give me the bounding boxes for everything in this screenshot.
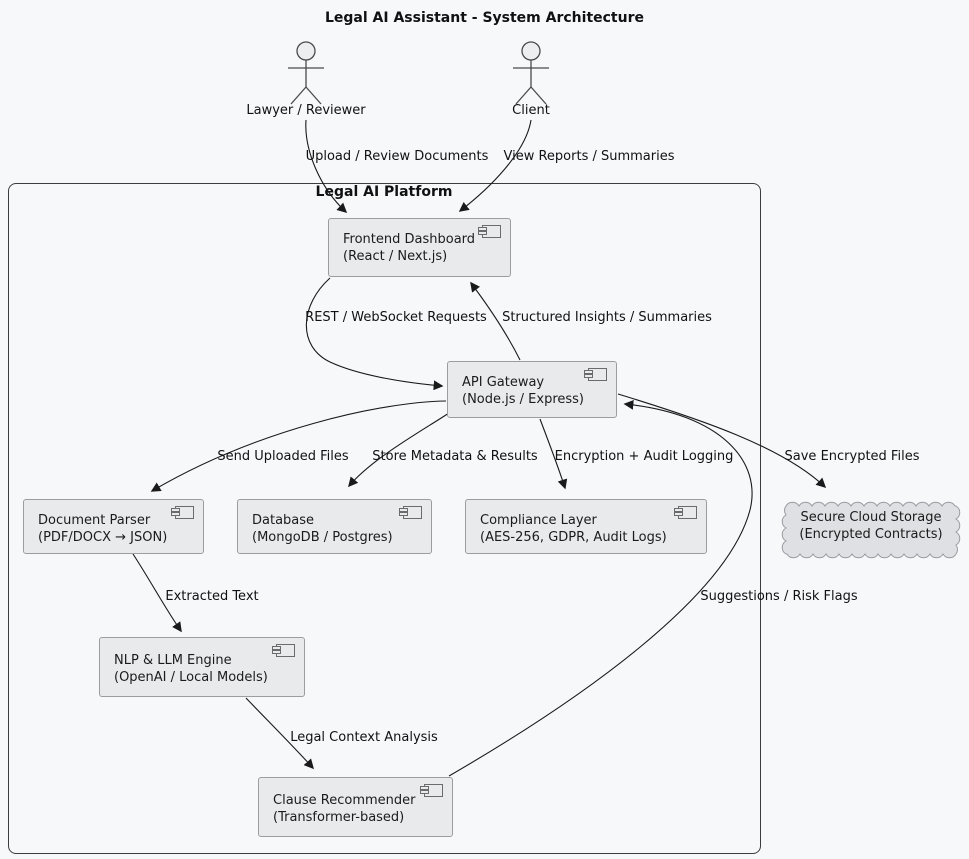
component-name: Frontend Dashboard — [343, 232, 476, 247]
secure-cloud-storage: Secure Cloud Storage (Encrypted Contract… — [776, 509, 966, 543]
component-compliance-layer: Compliance Layer (AES-256, GDPR, Audit L… — [465, 499, 707, 554]
platform-boundary-label: Legal AI Platform — [315, 184, 453, 200]
edge-structured-insights — [470, 281, 521, 361]
edge-encryption-audit-logging — [539, 418, 568, 490]
component-icon — [674, 506, 697, 519]
component-tech: (AES-256, GDPR, Audit Logs) — [480, 530, 667, 545]
edge-label-suggestions-risk-flags: Suggestions / Risk Flags — [700, 589, 858, 604]
edge-send-uploaded-files — [150, 400, 447, 492]
edge-label-extracted-text: Extracted Text — [165, 589, 259, 604]
actor-lawyer-icon — [288, 41, 324, 105]
component-icon — [584, 368, 607, 381]
edge-label-view-reports-summaries: View Reports / Summaries — [503, 149, 675, 164]
secure-cloud-storage-shape — [781, 501, 961, 559]
component-icon — [420, 784, 443, 797]
component-document-parser: Document Parser (PDF/DOCX → JSON) — [23, 499, 204, 554]
edge-rest-websocket-requests — [305, 277, 444, 391]
component-icon — [478, 225, 501, 238]
component-icon — [272, 644, 295, 657]
component-api-gateway: API Gateway (Node.js / Express) — [447, 361, 617, 418]
component-name: Database — [252, 513, 315, 528]
edge-label-send-uploaded-files: Send Uploaded Files — [217, 449, 349, 464]
storage-name: Secure Cloud Storage — [800, 510, 942, 525]
edge-label-encryption-audit-logging: Encryption + Audit Logging — [554, 449, 734, 464]
component-tech: (React / Next.js) — [343, 249, 448, 264]
component-tech: (Transformer-based) — [273, 810, 405, 825]
component-clause-recommender: Clause Recommender (Transformer-based) — [258, 777, 453, 837]
component-name: Document Parser — [38, 513, 151, 528]
component-name: Compliance Layer — [480, 513, 597, 528]
edge-save-encrypted-files — [617, 393, 827, 489]
edge-legal-context-analysis — [245, 697, 314, 770]
edge-extracted-text — [132, 553, 182, 633]
component-tech: (PDF/DOCX → JSON) — [38, 530, 168, 545]
component-icon — [171, 506, 194, 519]
edge-label-structured-insights: Structured Insights / Summaries — [502, 310, 712, 325]
storage-tech: (Encrypted Contracts) — [799, 527, 943, 542]
component-tech: (MongoDB / Postgres) — [252, 530, 393, 545]
component-icon — [399, 506, 422, 519]
edge-view-reports-summaries — [458, 119, 532, 212]
edge-label-save-encrypted-files: Save Encrypted Files — [784, 449, 920, 464]
actor-lawyer-label: Lawyer / Reviewer — [246, 103, 366, 118]
diagram-title: Legal AI Assistant - System Architecture — [324, 10, 644, 26]
component-name: Clause Recommender — [273, 793, 416, 808]
component-name: API Gateway — [462, 375, 545, 390]
component-nlp-llm-engine: NLP & LLM Engine (OpenAI / Local Models) — [99, 637, 305, 697]
platform-boundary-box — [8, 183, 761, 854]
edge-label-legal-context-analysis: Legal Context Analysis — [290, 730, 438, 745]
component-database: Database (MongoDB / Postgres) — [237, 499, 432, 554]
actor-client-icon — [513, 41, 549, 105]
edge-label-store-metadata-results: Store Metadata & Results — [372, 449, 538, 464]
edge-suggestions-risk-flags — [448, 399, 753, 777]
component-name: NLP & LLM Engine — [114, 653, 232, 668]
component-tech: (OpenAI / Local Models) — [114, 670, 268, 685]
edge-label-upload-review-documents: Upload / Review Documents — [305, 149, 489, 164]
component-tech: (Node.js / Express) — [462, 392, 584, 407]
actor-client-label: Client — [512, 103, 550, 118]
edge-label-rest-websocket-requests: REST / WebSocket Requests — [305, 310, 487, 325]
component-frontend-dashboard: Frontend Dashboard (React / Next.js) — [328, 218, 511, 277]
edge-upload-review-documents — [305, 119, 348, 214]
edge-store-metadata-results — [348, 412, 450, 488]
